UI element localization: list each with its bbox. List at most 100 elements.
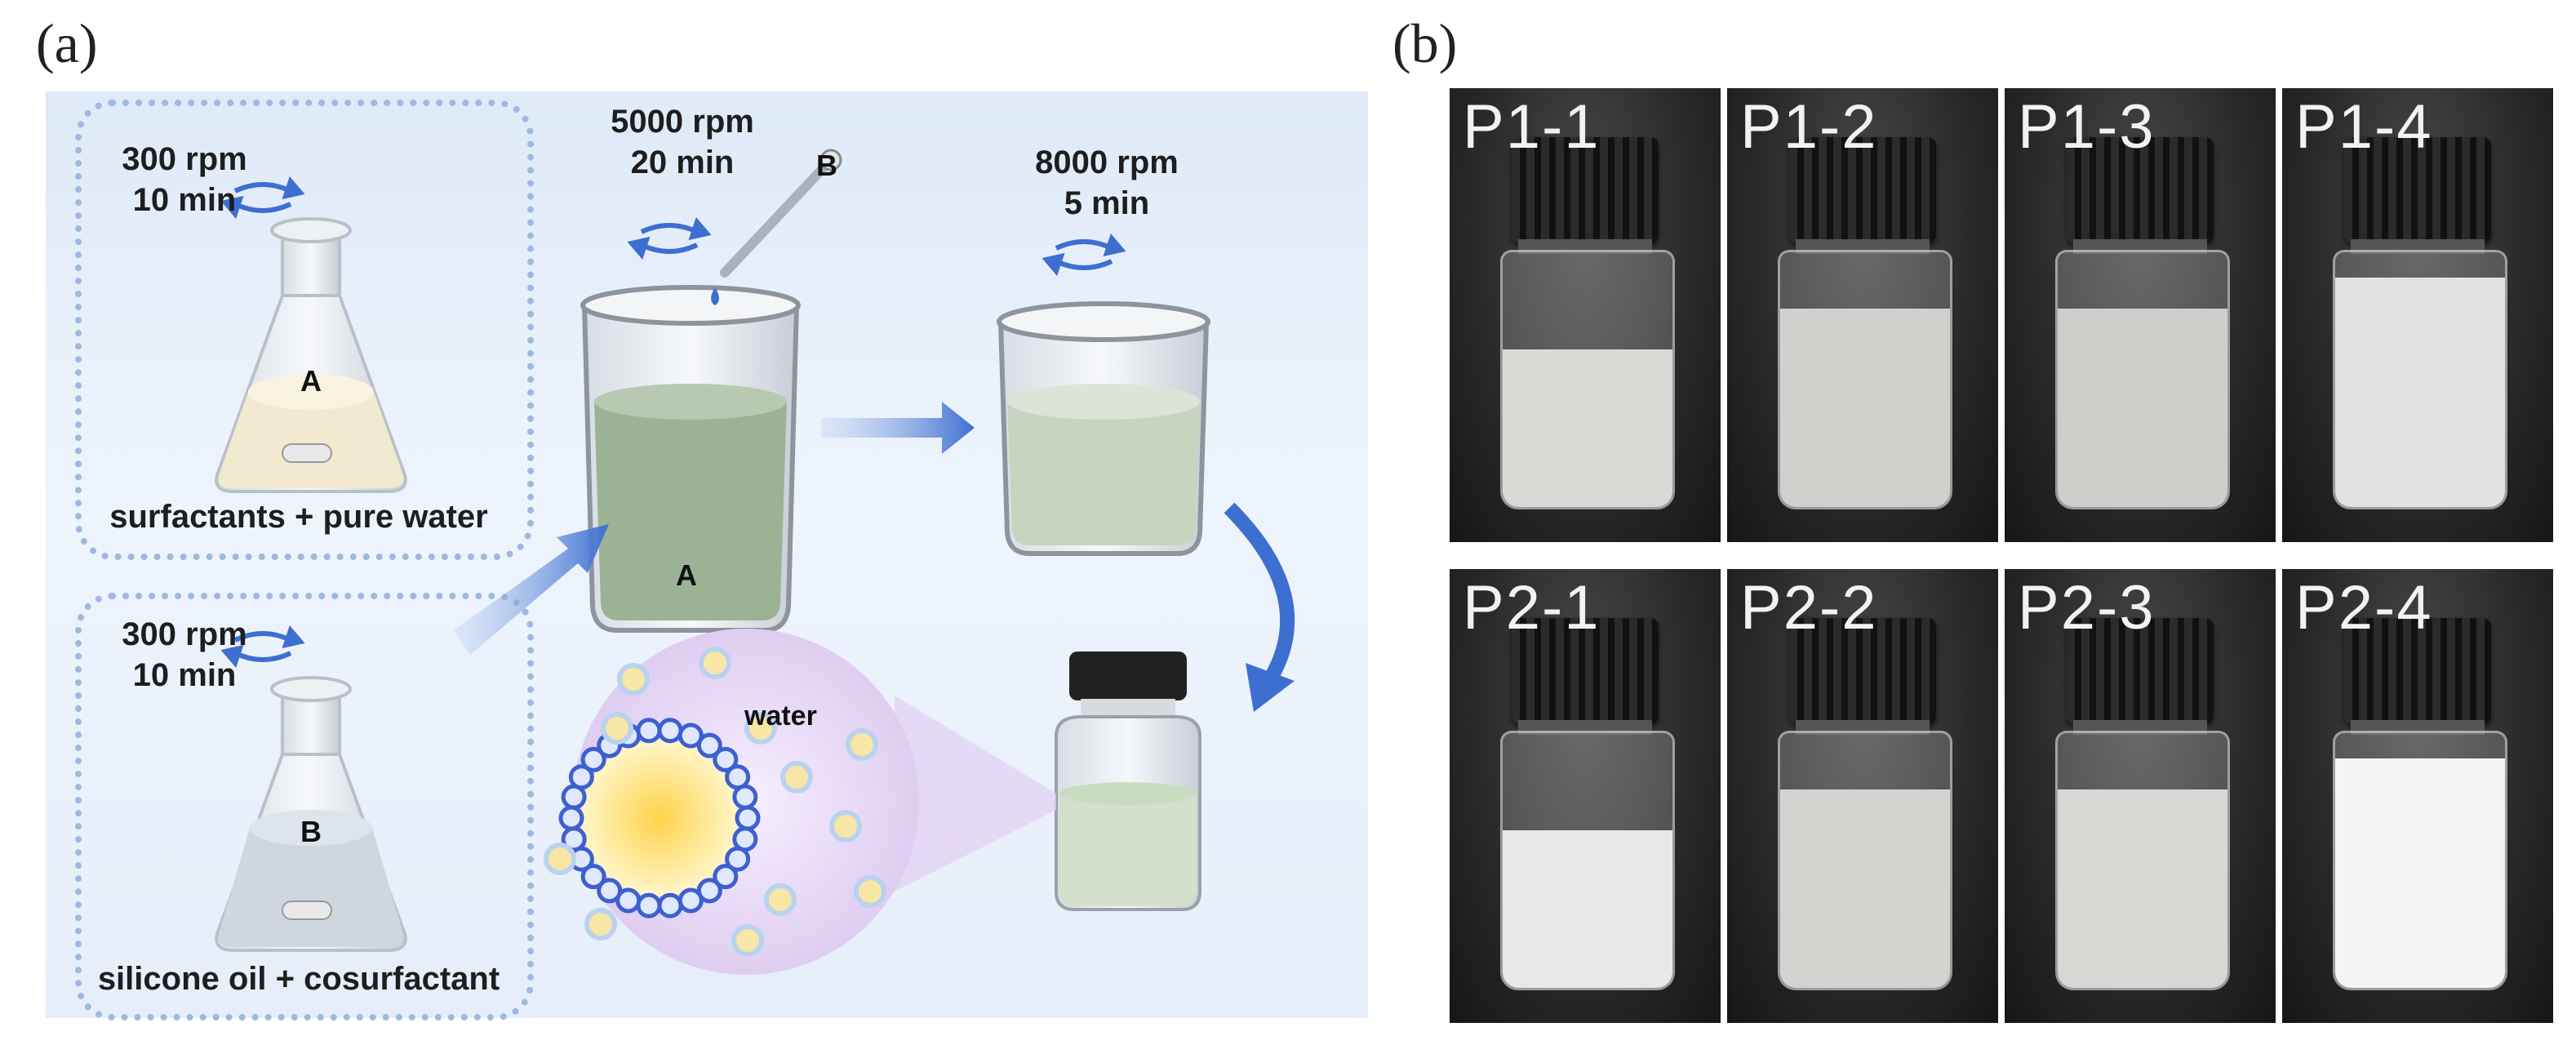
flask-a-time: 10 min <box>132 182 237 218</box>
vial-cap <box>1512 137 1659 243</box>
vial <box>2055 731 2230 990</box>
sample-bottle <box>1055 651 1201 911</box>
sample-photo-p2-2: P2-2 <box>1727 569 1998 1023</box>
sample-photo-p1-4: P1-4 <box>2282 88 2553 542</box>
flask-a-caption: surfactants + pure water <box>109 499 488 535</box>
droplet <box>699 647 731 679</box>
emulsion-liquid <box>2335 278 2505 507</box>
droplet <box>544 843 576 875</box>
micelle <box>558 718 761 918</box>
sample-label: P2-2 <box>1740 573 1878 643</box>
sample-photo-p2-4: P2-4 <box>2282 569 2553 1023</box>
surfactant-bead <box>580 746 606 772</box>
sample-photo-p2-3: P2-3 <box>2005 569 2276 1023</box>
vial <box>2333 250 2507 509</box>
vial <box>1778 250 1952 509</box>
surfactant-bead <box>713 864 739 890</box>
vial-cap <box>2344 137 2491 243</box>
emulsion-liquid <box>2058 308 2227 507</box>
droplet <box>846 728 878 761</box>
droplet <box>731 924 764 957</box>
emulsion-liquid <box>1503 349 1672 507</box>
sample-photo-p1-2: P1-2 <box>1727 88 1998 542</box>
droplet <box>617 663 650 696</box>
sample-photo-p1-3: P1-3 <box>2005 88 2276 542</box>
sample-photo-p1-1: P1-1 <box>1450 88 1721 542</box>
surfactant-bead <box>636 718 662 744</box>
panel-a-label: (a) <box>36 12 98 74</box>
surfactant-bead <box>580 864 606 890</box>
sample-label: P2-4 <box>2295 573 2433 643</box>
droplet <box>601 712 633 745</box>
surfactant-bead <box>597 878 623 904</box>
rotation-icon-flask-b <box>220 625 305 668</box>
vial-cap <box>2344 618 2491 724</box>
flask-b-time: 10 min <box>132 657 237 693</box>
vial-cap <box>2067 137 2214 243</box>
emulsion-liquid <box>1503 829 1672 988</box>
vial <box>1778 731 1952 990</box>
emulsion-liquid <box>1780 308 1950 507</box>
emulsion-liquid <box>2335 758 2505 988</box>
surfactant-bead <box>657 892 683 918</box>
flask-b-caption: silicone oil + cosurfactant <box>97 961 500 997</box>
pipette-letter: B <box>816 149 837 182</box>
surfactant-bead <box>677 723 704 749</box>
preparation-diagram: 300 rpm 10 min A surfactants + pure wate… <box>46 91 1368 1021</box>
surfactant-bead <box>636 892 662 918</box>
surfactant-bead <box>568 764 594 790</box>
beaker-1-letter: A <box>676 558 697 592</box>
beaker-1 <box>580 285 801 633</box>
beaker-2-speed: 8000 rpm <box>1035 145 1179 180</box>
sample-label: P2-1 <box>1463 573 1601 643</box>
droplet <box>854 875 886 908</box>
vial <box>2055 250 2230 509</box>
vial-cap <box>1789 618 1936 724</box>
surfactant-bead <box>558 805 584 831</box>
flask-a-letter: A <box>300 364 322 398</box>
surfactant-bead <box>735 805 761 831</box>
panel-b-label: (b) <box>1392 12 1458 74</box>
rotation-icon-beaker-2 <box>1042 233 1126 276</box>
vial-cap <box>2067 618 2214 724</box>
sample-photo-p2-1: P2-1 <box>1450 569 1721 1023</box>
vial-cap <box>1512 618 1659 724</box>
rotation-icon-flask-a <box>220 176 305 219</box>
emulsion-liquid <box>2058 789 2227 988</box>
arrow-up-right <box>454 524 609 655</box>
droplet <box>780 761 813 794</box>
water-droplets <box>544 647 886 957</box>
beaker-1-time: 20 min <box>630 145 735 180</box>
flask-b-speed: 300 rpm <box>122 616 247 652</box>
beaker-2-time: 5 min <box>1064 185 1150 221</box>
beaker-2 <box>997 301 1210 556</box>
surfactant-bead <box>725 846 751 872</box>
surfactant-bead <box>677 887 704 914</box>
flask-b-letter: B <box>300 815 322 848</box>
vial <box>1500 250 1675 509</box>
surfactant-bead <box>696 878 722 904</box>
water-label: water <box>744 700 817 732</box>
sample-label: P1-3 <box>2018 92 2156 162</box>
arrow-curved <box>1224 502 1295 683</box>
pipette <box>711 149 842 305</box>
diagram-graphics <box>215 149 1295 975</box>
droplet <box>744 712 777 745</box>
beaker-1-speed: 5000 rpm <box>611 104 754 140</box>
sample-label: P2-3 <box>2018 573 2156 643</box>
sample-label: P1-2 <box>1740 92 1878 162</box>
emulsion-liquid <box>1780 789 1950 988</box>
droplet <box>764 883 797 916</box>
vial-cap <box>1789 137 1936 243</box>
surfactant-bead <box>696 732 722 758</box>
surfactant-bead <box>732 784 758 810</box>
droplet <box>829 810 862 843</box>
sample-label: P1-1 <box>1463 92 1601 162</box>
surfactant-bead <box>615 887 642 914</box>
erlenmeyer-flask-b <box>215 676 407 952</box>
droplet <box>584 908 617 940</box>
vial <box>2333 731 2507 990</box>
arrow-right <box>821 402 975 454</box>
flask-b-group-box <box>75 593 534 1021</box>
